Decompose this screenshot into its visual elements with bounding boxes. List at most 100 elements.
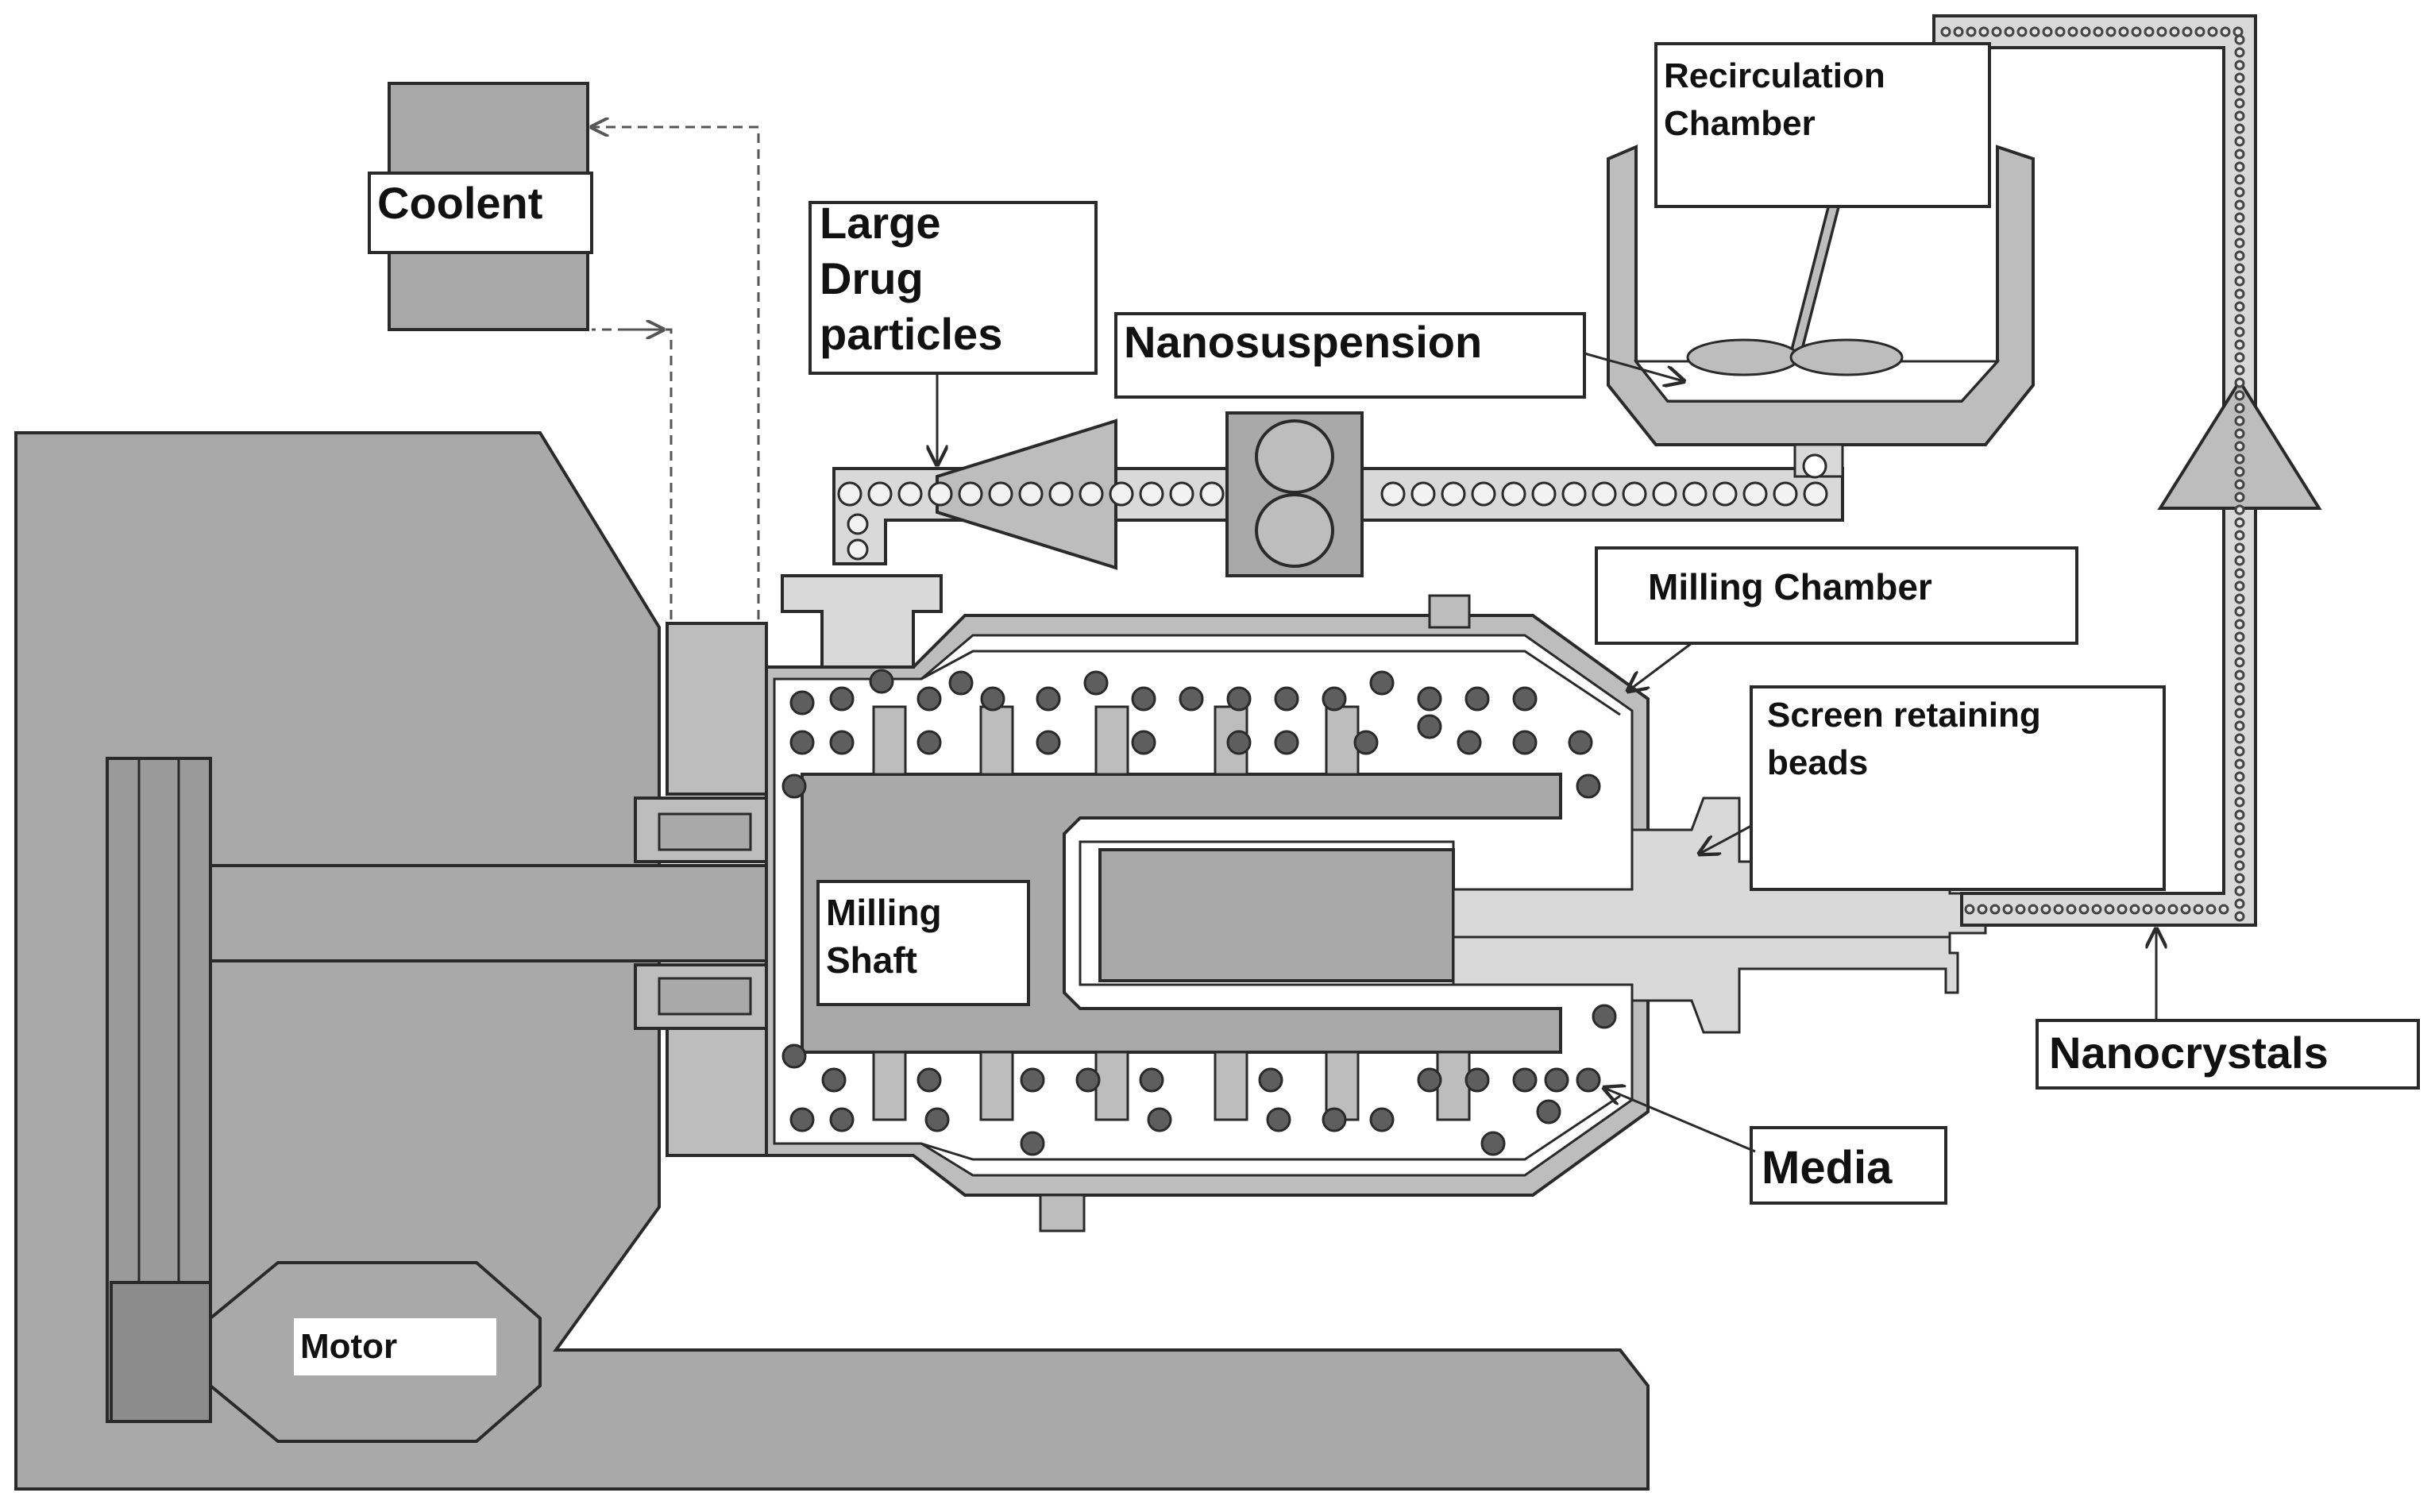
nanocrystal xyxy=(2193,904,2204,915)
nanocrystal xyxy=(2167,904,2178,915)
nanocrystal xyxy=(2205,904,2217,915)
large-drug-label-group: Large Drug particles xyxy=(808,198,1098,375)
nanocrystal xyxy=(2234,669,2245,681)
nanocrystal xyxy=(2234,809,2245,820)
media-bead xyxy=(1369,1107,1395,1132)
beads-layer xyxy=(781,26,2245,1156)
nanosuspension-label: Nanosuspension xyxy=(1124,317,1482,367)
media-bead xyxy=(1512,1067,1538,1093)
media-bead xyxy=(1536,1099,1561,1124)
nanocrystals-label: Nanocrystals xyxy=(2049,1028,2329,1078)
media-bead xyxy=(948,670,974,696)
nanocrystal xyxy=(2234,72,2245,83)
nanocrystal xyxy=(2234,187,2245,198)
nanocrystal xyxy=(2234,631,2245,642)
media-bead xyxy=(829,730,855,755)
drug-particle xyxy=(897,481,923,507)
drug-particle xyxy=(1501,481,1526,507)
media-bead xyxy=(1226,686,1252,712)
media-bead xyxy=(1274,730,1299,755)
nanocrystal xyxy=(2234,34,2245,45)
nanocrystal xyxy=(2234,199,2245,210)
nanocrystal xyxy=(2180,904,2191,915)
drug-particle xyxy=(1773,481,1798,507)
media-bead xyxy=(821,1067,847,1093)
nanocrystal xyxy=(1977,904,1988,915)
large-drug-label-line2: Drug xyxy=(820,253,924,303)
nanosuspension-arrow xyxy=(1584,352,1684,381)
milling-chamber-arrow xyxy=(1628,642,1692,691)
nanocrystal xyxy=(2234,530,2245,541)
nanocrystal xyxy=(2234,873,2245,884)
media-bead xyxy=(1417,714,1442,739)
nanocrystal xyxy=(2042,26,2053,37)
nanocrystal xyxy=(2078,904,2090,915)
nanocrystal xyxy=(2156,26,2167,37)
nanocrystal xyxy=(1966,26,1977,37)
media-bead xyxy=(1139,1067,1164,1093)
nanocrystal xyxy=(2234,885,2245,897)
nanocrystal xyxy=(2080,26,2091,37)
coolant-supply-line xyxy=(592,328,673,619)
nanocrystal xyxy=(2234,301,2245,312)
media-bead xyxy=(1417,686,1442,712)
drug-particle xyxy=(1410,481,1436,507)
drug-particle xyxy=(1079,481,1104,507)
nanocrystal xyxy=(2232,26,2244,37)
nanocrystal xyxy=(2129,904,2140,915)
screen-label-group: Screen retaining beads xyxy=(1750,685,2166,891)
motor-label: Motor xyxy=(300,1327,397,1366)
screen-arrow xyxy=(1700,824,1752,854)
nanocrystal xyxy=(2234,758,2245,770)
drug-particle xyxy=(1199,481,1225,507)
nanocrystal xyxy=(2234,123,2245,134)
screen-label-line2: beads xyxy=(1767,743,1868,782)
screen-cartridge xyxy=(1098,848,1455,982)
drug-particle xyxy=(1018,481,1044,507)
media-bead xyxy=(829,686,855,712)
nanocrystal xyxy=(2234,644,2245,655)
media-bead xyxy=(1512,730,1538,755)
recirculation-label-group: Recirculation Chamber xyxy=(1654,42,1991,208)
nanocrystal xyxy=(2234,314,2245,325)
media-label: Media xyxy=(1762,1142,1893,1194)
rotor-pins-lower xyxy=(872,1051,1471,1121)
nanocrystal xyxy=(2234,466,2245,477)
nanocrystal xyxy=(2091,904,2102,915)
drug-particle xyxy=(1380,481,1406,507)
nanocrystals-label-group: Nanocrystals xyxy=(2036,1019,2420,1090)
nanocrystal xyxy=(2053,904,2064,915)
nanocrystal xyxy=(2234,568,2245,579)
chamber-bolt-top xyxy=(1428,594,1471,629)
drug-particle xyxy=(1622,481,1647,507)
drug-particle xyxy=(928,481,953,507)
drug-particle xyxy=(1048,481,1074,507)
media-bead xyxy=(1036,686,1061,712)
media-bead xyxy=(1464,686,1490,712)
media-bead xyxy=(1480,1131,1506,1156)
nanocrystal xyxy=(2234,377,2245,388)
nanocrystal xyxy=(2234,263,2245,274)
media-bead xyxy=(1592,1004,1617,1029)
milling-shaft-label-line2: Shaft xyxy=(826,939,917,981)
nanosuspension-label-group: Nanosuspension xyxy=(1114,312,1586,399)
nanocrystal xyxy=(2234,835,2245,846)
media-bead xyxy=(1226,730,1252,755)
drug-particle xyxy=(847,513,869,535)
nanocrystal xyxy=(2234,708,2245,719)
nanocrystal xyxy=(2234,174,2245,185)
nanocrystal xyxy=(2234,136,2245,147)
nanocrystal xyxy=(2234,898,2245,909)
nanocrystal xyxy=(1964,904,1975,915)
nanocrystal xyxy=(2234,517,2245,528)
nanocrystal xyxy=(2055,26,2066,37)
nanocrystal xyxy=(2234,746,2245,757)
nanocrystal xyxy=(2066,904,2077,915)
drug-particle xyxy=(1139,481,1164,507)
nanocrystal xyxy=(2234,237,2245,249)
nanocrystal xyxy=(2234,911,2245,922)
media-bead xyxy=(1036,730,1061,755)
nanocrystal xyxy=(1940,26,1951,37)
nanocrystal xyxy=(2234,695,2245,706)
